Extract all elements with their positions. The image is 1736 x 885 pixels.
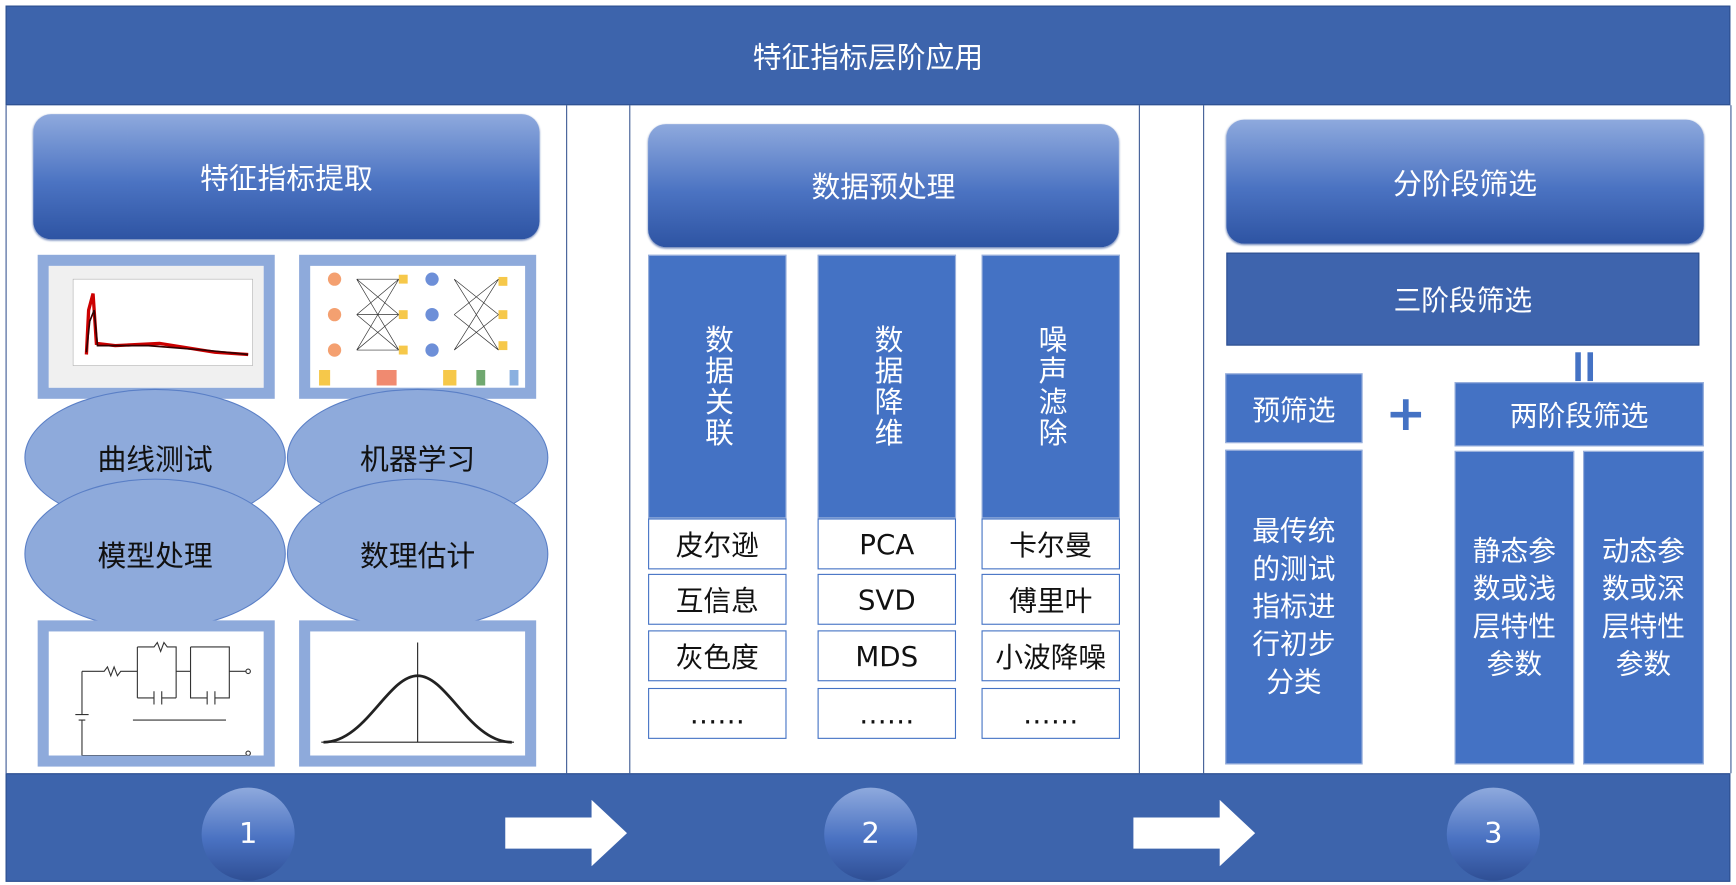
method-label: 模型处理 <box>97 540 213 574</box>
three-stage-label: 三阶段筛选 <box>1393 284 1533 317</box>
stage2-column-1: 数据关联 <box>648 254 787 519</box>
stage2-method-label: …… <box>859 697 915 730</box>
stage2-method-cell: 卡尔曼 <box>981 518 1120 570</box>
neural-network-image <box>299 254 537 399</box>
neural-network-icon <box>310 265 526 388</box>
method-label: 数理估计 <box>360 540 476 574</box>
pre-screen-label: 预筛选 <box>1252 393 1336 426</box>
method-math-estimation: 数理估计 <box>286 478 549 630</box>
stage2-column-title: 噪声滤除 <box>1033 324 1067 449</box>
stage2-header-label: 数据预处理 <box>811 171 956 205</box>
static-params-box: 静态参数或浅层特性参数 <box>1454 450 1575 765</box>
stage2-method-cell: 互信息 <box>648 573 787 625</box>
circuit-icon <box>48 631 264 757</box>
method-label: 曲线测试 <box>97 443 213 477</box>
circuit-model-image <box>37 620 275 767</box>
divider <box>566 105 568 774</box>
stage2-method-cell: 灰色度 <box>648 630 787 682</box>
divider <box>5 105 7 774</box>
stage2-method-cell: …… <box>817 687 957 739</box>
step-2-circle: 2 <box>824 787 918 881</box>
divider <box>1138 105 1140 774</box>
three-stage-box: 三阶段筛选 <box>1226 252 1700 346</box>
divider <box>1730 105 1732 774</box>
stage2-method-cell: 皮尔逊 <box>648 518 787 570</box>
step-1-circle: 1 <box>201 787 295 881</box>
curve-plot-image <box>37 254 275 399</box>
pre-screen-box: 预筛选 <box>1225 373 1363 444</box>
stage2-column-3: 噪声滤除 <box>981 254 1120 519</box>
arrow-right-icon <box>505 799 628 867</box>
normal-distribution-image <box>299 620 537 767</box>
stage2-method-cell: PCA <box>817 518 957 570</box>
stage2-method-cell: MDS <box>817 630 957 682</box>
stage2-method-label: SVD <box>857 583 916 616</box>
step-3-circle: 3 <box>1446 787 1540 881</box>
page-title: 特征指标层阶应用 <box>752 41 984 75</box>
pre-screen-desc-box: 最传统的测试指标进行初步分类 <box>1225 449 1363 765</box>
curve-plot-icon <box>48 265 264 388</box>
stage2-column-title: 数据关联 <box>700 324 734 449</box>
stage1-header: 特征指标提取 <box>33 114 540 240</box>
dynamic-params-label: 动态参数或深层特性参数 <box>1601 534 1685 680</box>
stage2-method-cell: SVD <box>817 573 957 625</box>
plus-label: + <box>1385 384 1427 442</box>
dynamic-params-box: 动态参数或深层特性参数 <box>1583 450 1704 765</box>
divider <box>629 105 631 774</box>
stage2-method-label: 小波降噪 <box>995 641 1107 674</box>
two-stage-box: 两阶段筛选 <box>1454 382 1704 447</box>
stage2-method-label: 灰色度 <box>675 641 759 674</box>
stage2-header: 数据预处理 <box>648 124 1119 248</box>
stage2-method-cell: …… <box>648 687 787 739</box>
method-label: 机器学习 <box>360 443 476 477</box>
step-number: 1 <box>238 817 258 851</box>
stage2-method-cell: …… <box>981 687 1120 739</box>
step-number: 3 <box>1484 817 1503 851</box>
stage2-column-title: 数据降维 <box>869 324 903 449</box>
bell-curve-icon <box>310 631 526 756</box>
title-bar: 特征指标层阶应用 <box>5 5 1731 106</box>
stage3-header: 分阶段筛选 <box>1226 119 1704 244</box>
stage3-header-label: 分阶段筛选 <box>1393 167 1538 202</box>
stage2-method-label: …… <box>1023 697 1079 730</box>
stage2-method-cell: 小波降噪 <box>981 630 1120 682</box>
stage2-method-label: …… <box>689 697 745 730</box>
divider <box>1203 105 1205 774</box>
stage2-method-label: 皮尔逊 <box>675 529 759 562</box>
stage2-method-cell: 傅里叶 <box>981 573 1120 625</box>
stage2-column-2: 数据降维 <box>817 254 957 519</box>
pre-screen-desc: 最传统的测试指标进行初步分类 <box>1252 515 1336 698</box>
two-stage-label: 两阶段筛选 <box>1509 399 1649 433</box>
static-params-label: 静态参数或浅层特性参数 <box>1472 534 1556 680</box>
stage1-header-label: 特征指标提取 <box>199 162 373 197</box>
stage2-method-label: 卡尔曼 <box>1009 529 1093 562</box>
arrow-right-icon <box>1133 799 1256 867</box>
equals-icon <box>1575 352 1595 382</box>
stage2-method-label: 傅里叶 <box>1009 584 1093 618</box>
plus-icon: + <box>1385 385 1426 441</box>
stage2-method-label: 互信息 <box>675 584 759 618</box>
step-number: 2 <box>861 817 880 851</box>
stage2-method-label: MDS <box>855 639 919 672</box>
stage2-method-label: PCA <box>859 527 915 560</box>
method-model-processing: 模型处理 <box>24 478 286 630</box>
